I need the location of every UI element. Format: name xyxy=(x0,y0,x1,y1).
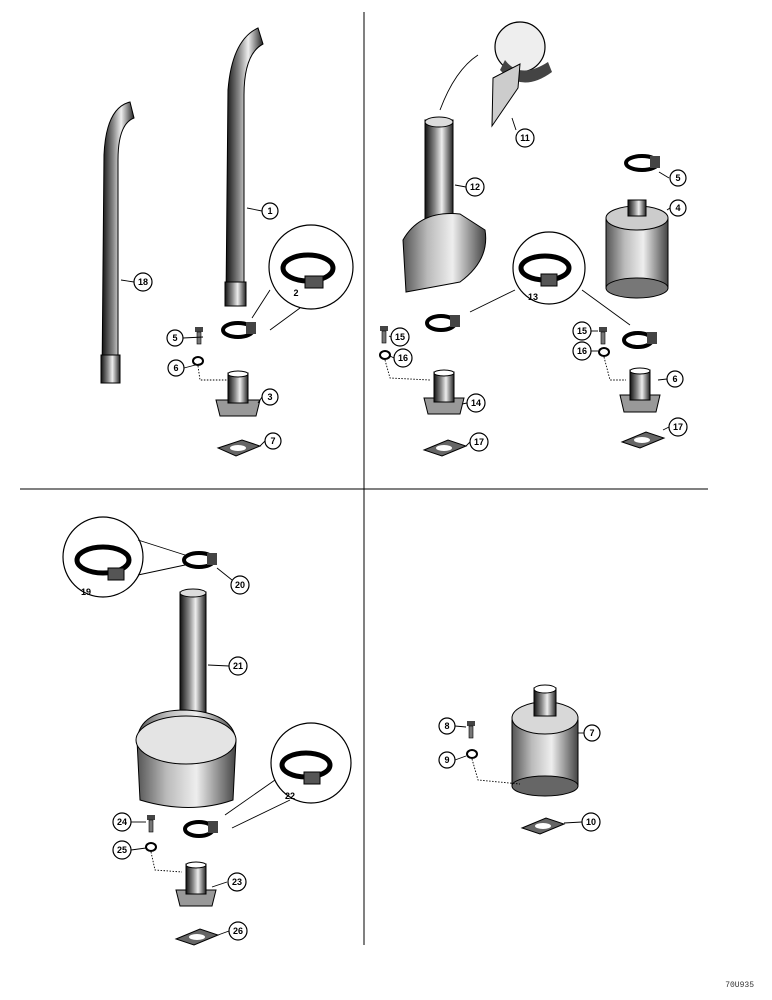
stack-pipe-12 xyxy=(402,116,487,293)
callout-25: 25 xyxy=(112,840,132,860)
stack-pipe-18 xyxy=(100,101,135,384)
clamp-22-small xyxy=(183,820,218,838)
bolt-8 xyxy=(467,721,475,739)
clamp-2-small xyxy=(221,321,256,339)
svg-text:10: 10 xyxy=(586,817,596,827)
callout-10: 10 xyxy=(581,812,601,832)
callout-21: 21 xyxy=(228,656,248,676)
muffler-7 xyxy=(511,684,579,797)
svg-text:16: 16 xyxy=(398,353,408,363)
svg-text:20: 20 xyxy=(235,580,245,590)
callout-15-right: 15 xyxy=(572,321,592,341)
svg-text:11: 11 xyxy=(520,133,530,143)
svg-text:4: 4 xyxy=(675,203,680,213)
svg-text:18: 18 xyxy=(138,277,148,287)
bolt-15-left xyxy=(380,326,388,344)
callout-19: 19 xyxy=(81,587,91,597)
clamp-13-detail xyxy=(512,231,586,305)
svg-text:12: 12 xyxy=(470,182,480,192)
callout-8: 8 xyxy=(438,717,456,735)
svg-text:7: 7 xyxy=(270,436,275,446)
svg-text:16: 16 xyxy=(577,346,587,356)
callout-26: 26 xyxy=(228,921,248,941)
callout-16-left: 16 xyxy=(393,348,413,368)
washer-9 xyxy=(466,749,478,759)
svg-text:13: 13 xyxy=(528,292,538,302)
washer-16-right xyxy=(598,347,610,357)
callout-3: 3 xyxy=(261,388,279,406)
svg-text:6: 6 xyxy=(672,374,677,384)
svg-text:21: 21 xyxy=(233,661,243,671)
svg-text:9: 9 xyxy=(444,755,449,765)
svg-text:2: 2 xyxy=(293,288,298,298)
callout-23: 23 xyxy=(227,872,247,892)
muffler-stack-21 xyxy=(135,588,237,808)
svg-text:5: 5 xyxy=(675,173,680,183)
svg-text:17: 17 xyxy=(474,437,484,447)
flange-3 xyxy=(215,370,261,417)
svg-text:19: 19 xyxy=(81,587,91,597)
svg-text:22: 22 xyxy=(285,791,295,801)
callout-1: 1 xyxy=(261,202,279,220)
flange-6-right xyxy=(619,367,661,413)
svg-text:5: 5 xyxy=(172,333,177,343)
clamp-22-detail xyxy=(270,722,352,804)
clamp-20 xyxy=(182,551,217,569)
callout-5-left: 5 xyxy=(166,329,184,347)
clamp-13-left xyxy=(425,314,460,332)
svg-text:3: 3 xyxy=(267,392,272,402)
svg-text:17: 17 xyxy=(673,422,683,432)
svg-text:23: 23 xyxy=(232,877,242,887)
callout-leaders xyxy=(120,117,671,936)
callout-6-right: 6 xyxy=(666,370,684,388)
callout-13: 13 xyxy=(528,292,538,302)
svg-text:24: 24 xyxy=(117,817,127,827)
svg-text:15: 15 xyxy=(577,326,587,336)
svg-text:6: 6 xyxy=(173,363,178,373)
callout-7-left: 7 xyxy=(264,432,282,450)
svg-text:7: 7 xyxy=(589,728,594,738)
callout-14: 14 xyxy=(466,393,486,413)
callout-6-left: 6 xyxy=(167,359,185,377)
svg-text:26: 26 xyxy=(233,926,243,936)
rain-cap-11 xyxy=(491,21,552,128)
svg-text:1: 1 xyxy=(267,206,272,216)
callout-7-right: 7 xyxy=(583,724,601,742)
callout-24: 24 xyxy=(112,812,132,832)
callout-16-right: 16 xyxy=(572,341,592,361)
washer-25 xyxy=(145,842,157,852)
callout-18: 18 xyxy=(133,272,153,292)
clamp-5-right xyxy=(624,154,660,172)
document-code: 70U935 xyxy=(725,981,754,990)
clamp-2-detail xyxy=(268,224,354,310)
bolt-24 xyxy=(147,815,155,833)
svg-text:14: 14 xyxy=(471,398,481,408)
flange-14 xyxy=(423,369,465,415)
svg-text:15: 15 xyxy=(395,332,405,342)
svg-text:25: 25 xyxy=(117,845,127,855)
callout-15-left: 15 xyxy=(390,327,410,347)
washer-16-left xyxy=(379,350,391,360)
callout-17-left: 17 xyxy=(469,432,489,452)
callout-20: 20 xyxy=(230,575,250,595)
flange-23 xyxy=(175,861,217,907)
stack-pipe-1 xyxy=(224,27,264,307)
callout-9: 9 xyxy=(438,751,456,769)
callout-22: 22 xyxy=(285,791,295,801)
callout-5-right: 5 xyxy=(669,169,687,187)
clamp-13-right xyxy=(622,331,657,349)
callout-4: 4 xyxy=(669,199,687,217)
callout-12: 12 xyxy=(465,177,485,197)
callout-17-right: 17 xyxy=(668,417,688,437)
callout-11: 11 xyxy=(515,128,535,148)
callout-2: 2 xyxy=(293,288,298,298)
clamp-19-detail xyxy=(62,516,144,598)
bolt-15-right xyxy=(599,327,607,345)
bolt-5 xyxy=(195,327,203,345)
washer-6 xyxy=(192,356,204,366)
svg-text:8: 8 xyxy=(444,721,449,731)
muffler-4 xyxy=(605,199,669,299)
